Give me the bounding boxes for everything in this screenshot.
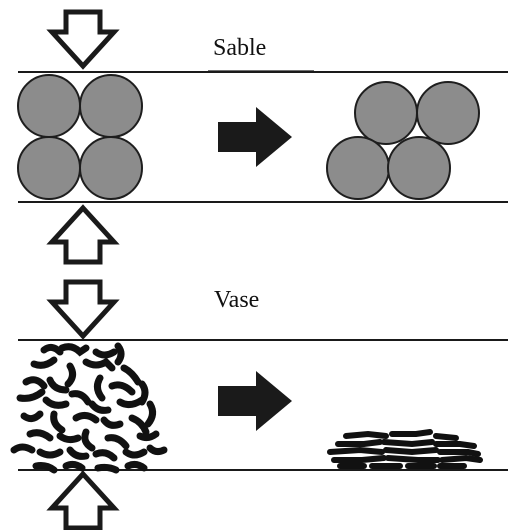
sand-grain (79, 74, 143, 138)
sand-grain (17, 136, 81, 200)
sand-grain (326, 136, 390, 200)
sand-grain (354, 81, 418, 145)
open-up-arrow-icon (46, 204, 120, 265)
sand-grain (416, 81, 480, 145)
sand-grain (17, 74, 81, 138)
solid-right-arrow-icon (218, 107, 292, 167)
mud-flakes-dense (327, 429, 483, 469)
open-down-arrow-icon (46, 9, 120, 70)
mud-flakes-loose (10, 342, 168, 474)
open-up-arrow-icon (46, 470, 120, 530)
solid-right-arrow-icon (218, 371, 292, 431)
sand-grains-dense (326, 81, 480, 200)
open-down-arrow-icon (46, 279, 120, 340)
sand-grain (387, 136, 451, 200)
mud-label: Vase (214, 287, 260, 313)
sand-grains-loose (17, 74, 143, 200)
sand-grain (79, 136, 143, 200)
sand-label: Sable (213, 35, 267, 61)
